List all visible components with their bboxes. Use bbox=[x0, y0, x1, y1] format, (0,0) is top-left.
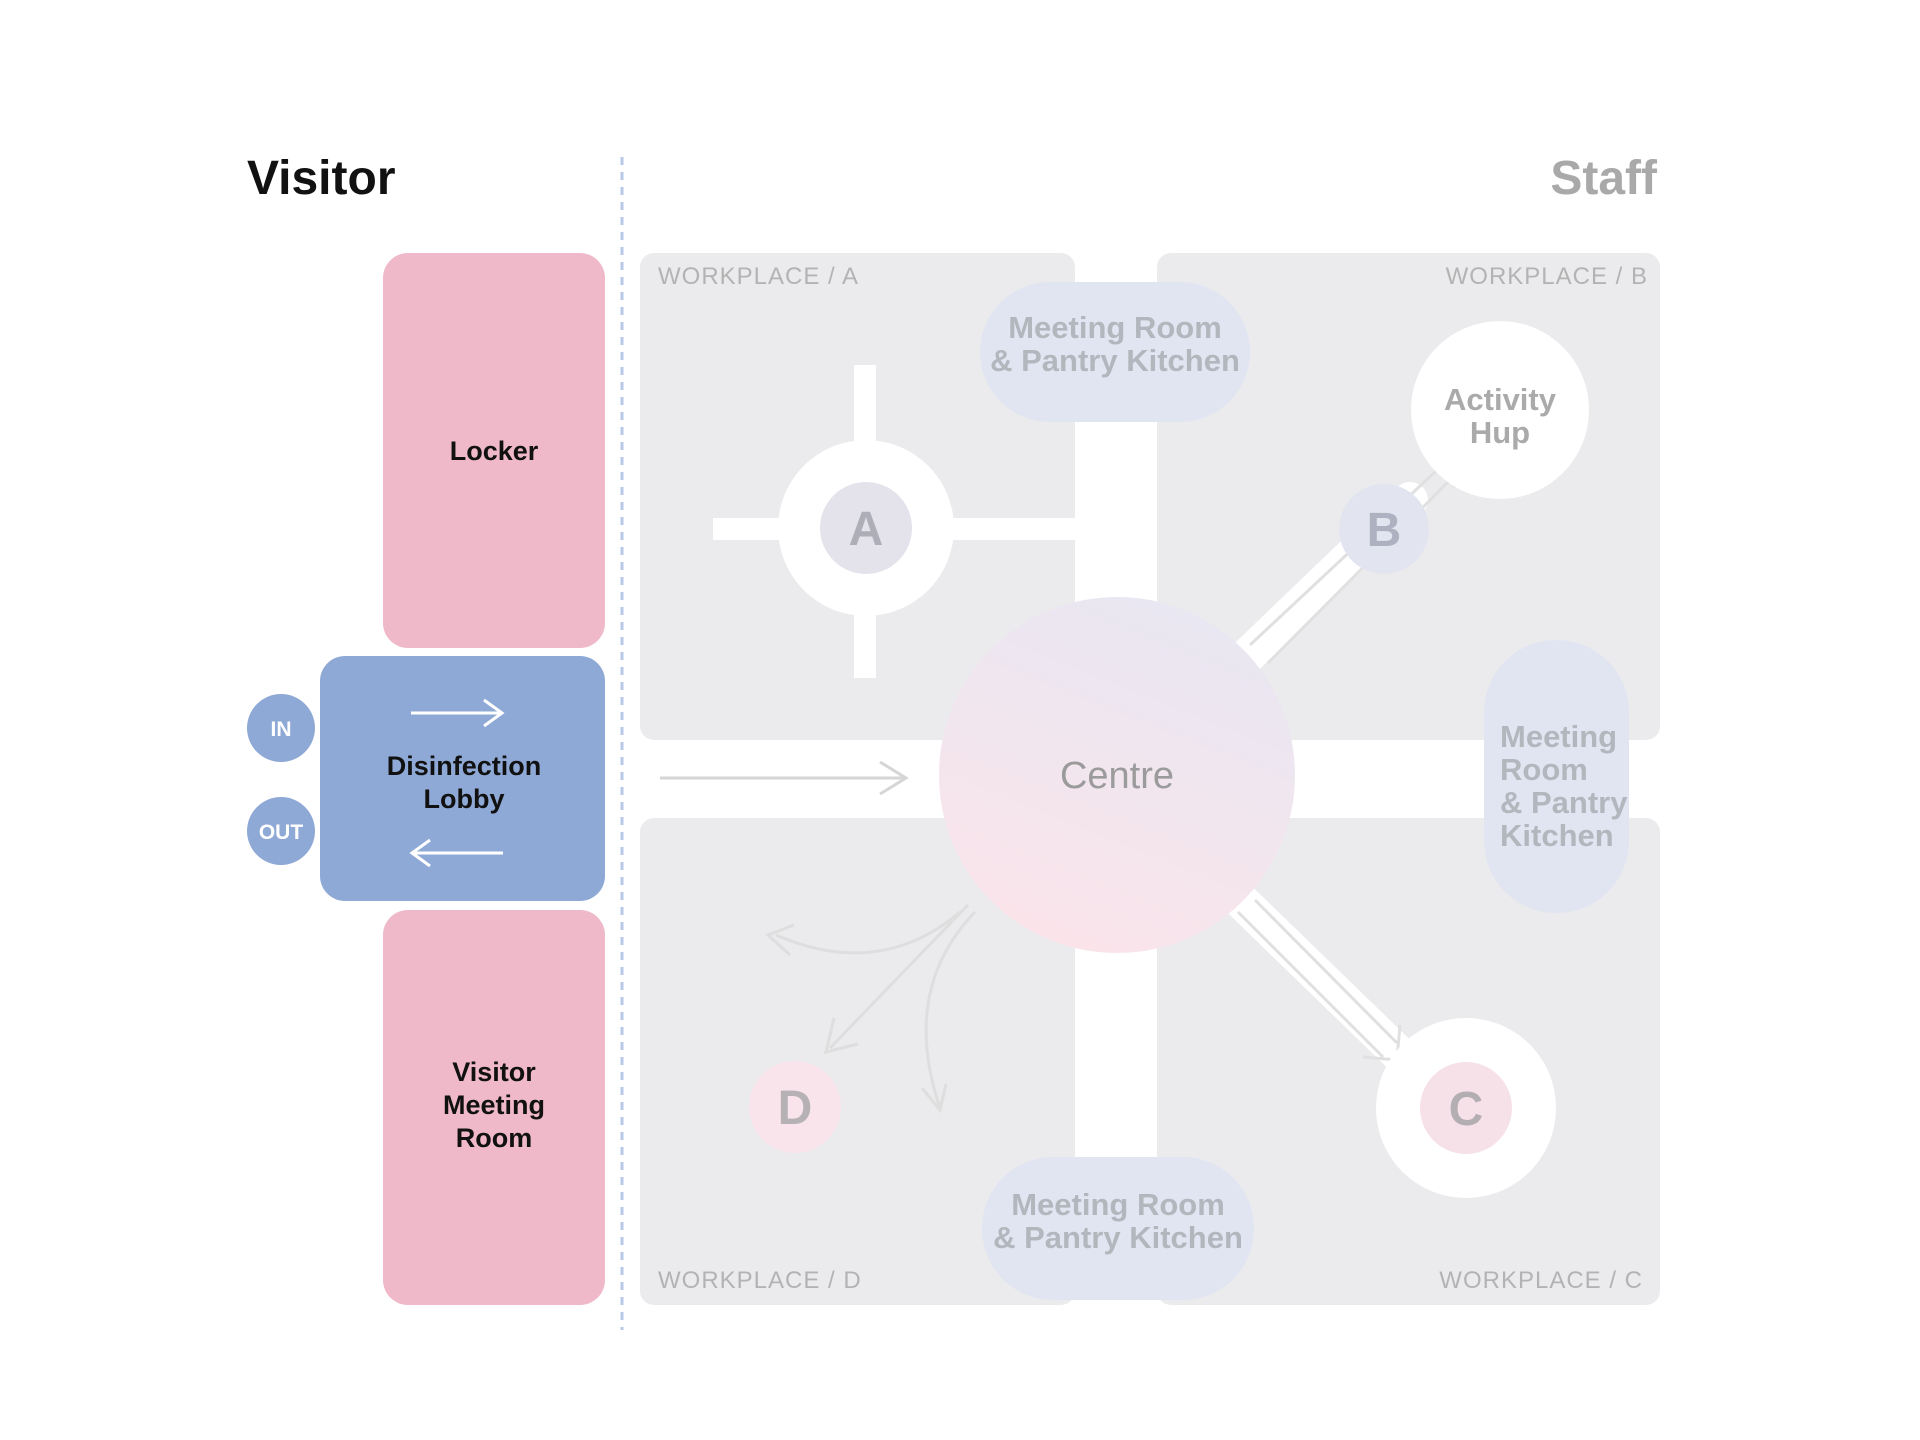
arrow-to-zone-d-down-head bbox=[920, 1083, 948, 1114]
zone-b-marker bbox=[1339, 484, 1429, 574]
visitor-heading: Visitor bbox=[247, 152, 396, 205]
corridor-to-zone-c bbox=[1217, 877, 1418, 1073]
out-badge bbox=[247, 797, 315, 865]
lobby-out-arrow-head bbox=[409, 838, 431, 868]
workplace-c-label: WORKPLACE / C bbox=[1439, 1267, 1643, 1294]
meeting-room-top bbox=[980, 282, 1250, 422]
meeting-room-right-line-4: Kitchen bbox=[1500, 818, 1614, 853]
meeting-room-bottom-line-1: Meeting Room bbox=[1011, 1187, 1225, 1222]
in-badge-label: IN bbox=[271, 718, 292, 741]
in-badge bbox=[247, 694, 315, 762]
activity-hub bbox=[1411, 321, 1589, 499]
workplace-b-label: WORKPLACE / B bbox=[1446, 263, 1648, 290]
disinfection-lobby-line-2: Lobby bbox=[424, 784, 505, 814]
visitor-meeting-room-line-2: Meeting bbox=[443, 1090, 545, 1120]
zone-c-letter: C bbox=[1449, 1083, 1484, 1136]
arrow-to-zone-d-down bbox=[924, 910, 977, 1109]
arrow-to-zone-c-line-1 bbox=[1236, 910, 1385, 1059]
visitor-meeting-room-line-3: Room bbox=[456, 1123, 533, 1153]
visitor-meeting-room bbox=[383, 910, 605, 1305]
lobby-in-arrow-head bbox=[483, 698, 505, 728]
zone-a-letter: A bbox=[849, 503, 884, 556]
meeting-room-bottom bbox=[982, 1157, 1254, 1300]
zone-b-letter: B bbox=[1367, 504, 1402, 557]
locker-label: Locker bbox=[450, 436, 539, 466]
staff-heading: Staff bbox=[1550, 152, 1658, 205]
disinfection-lobby bbox=[320, 656, 605, 901]
zone-d-letter: D bbox=[778, 1082, 813, 1135]
out-badge-label: OUT bbox=[259, 821, 304, 844]
meeting-room-bottom-line-2: & Pantry Kitchen bbox=[993, 1220, 1243, 1255]
zone-d-marker bbox=[749, 1061, 841, 1153]
arrow-to-zone-d-left-head bbox=[765, 923, 795, 957]
workplace-a-label: WORKPLACE / A bbox=[658, 263, 859, 290]
disinfection-lobby-line-1: Disinfection bbox=[387, 751, 542, 781]
arrow-to-centre-head bbox=[879, 760, 909, 796]
arrow-to-zone-d-diagonal-head bbox=[823, 1017, 859, 1055]
workplace-d-label: WORKPLACE / D bbox=[658, 1267, 862, 1294]
centre-label: Centre bbox=[1060, 755, 1174, 797]
meeting-room-top-line-1: Meeting Room bbox=[1008, 310, 1222, 345]
zone-a-marker bbox=[820, 482, 912, 574]
workplace-d bbox=[640, 818, 1075, 1305]
arrow-to-zone-c-line-2 bbox=[1253, 898, 1399, 1045]
meeting-room-right-line-1: Meeting bbox=[1500, 719, 1617, 754]
locker-room bbox=[383, 253, 605, 648]
arrow-to-zone-d-diagonal bbox=[828, 903, 970, 1050]
meeting-room-right-line-3: & Pantry bbox=[1500, 785, 1628, 820]
meeting-room-top-line-2: & Pantry Kitchen bbox=[990, 343, 1240, 378]
meeting-room-right bbox=[1484, 640, 1629, 913]
arrow-to-zone-d-left bbox=[775, 910, 961, 955]
activity-hub-line-2: Hup bbox=[1470, 415, 1530, 450]
meeting-room-right-line-2: Room bbox=[1500, 752, 1588, 787]
activity-hub-line-1: Activity bbox=[1444, 382, 1557, 417]
zone-c-marker bbox=[1420, 1062, 1512, 1154]
centre-circle bbox=[939, 597, 1295, 953]
visitor-meeting-room-line-1: Visitor bbox=[452, 1057, 536, 1087]
